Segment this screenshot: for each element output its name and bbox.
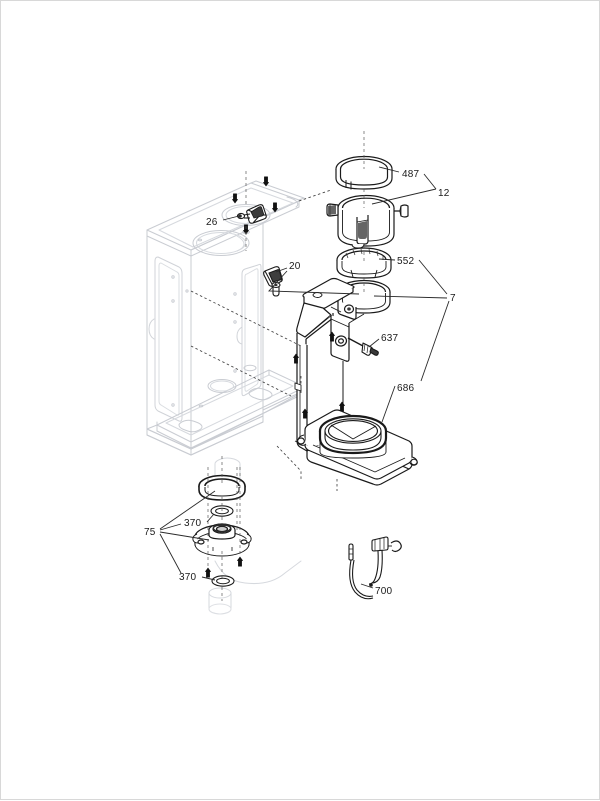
callout-7: 7 (450, 293, 456, 304)
assembly-axes (207, 131, 365, 601)
part-12-dispenser-housing (326, 194, 409, 249)
callout-370-lower: 370 (179, 572, 197, 583)
leader-lines (159, 166, 450, 589)
part-12-shading (328, 205, 367, 239)
callout-487: 487 (402, 169, 420, 180)
callout-637: 637 (381, 333, 399, 344)
part-75-gasket-ring (198, 474, 246, 501)
part-370-oring-lower (211, 575, 235, 587)
callout-12: 12 (438, 188, 450, 199)
callout-552: 552 (397, 256, 415, 267)
part-75-pump-housing (192, 523, 252, 557)
part-700-wire-harness (348, 536, 402, 600)
part-637-fastener-stud (347, 337, 379, 356)
callout-26: 26 (206, 217, 218, 228)
callout-700: 700 (375, 586, 393, 597)
callout-75: 75 (144, 527, 156, 538)
pump-housing-shading (212, 523, 232, 533)
part-26-top-latch (236, 204, 267, 224)
callout-686: 686 (397, 383, 415, 394)
callout-20: 20 (289, 261, 301, 272)
part-686-bowl-collar-inner (324, 418, 382, 451)
callout-labels: 487 12 26 552 20 7 637 686 370 75 370 70… (144, 169, 456, 597)
callout-370-upper: 370 (184, 518, 202, 529)
part-487-retainer-ring (335, 155, 393, 190)
